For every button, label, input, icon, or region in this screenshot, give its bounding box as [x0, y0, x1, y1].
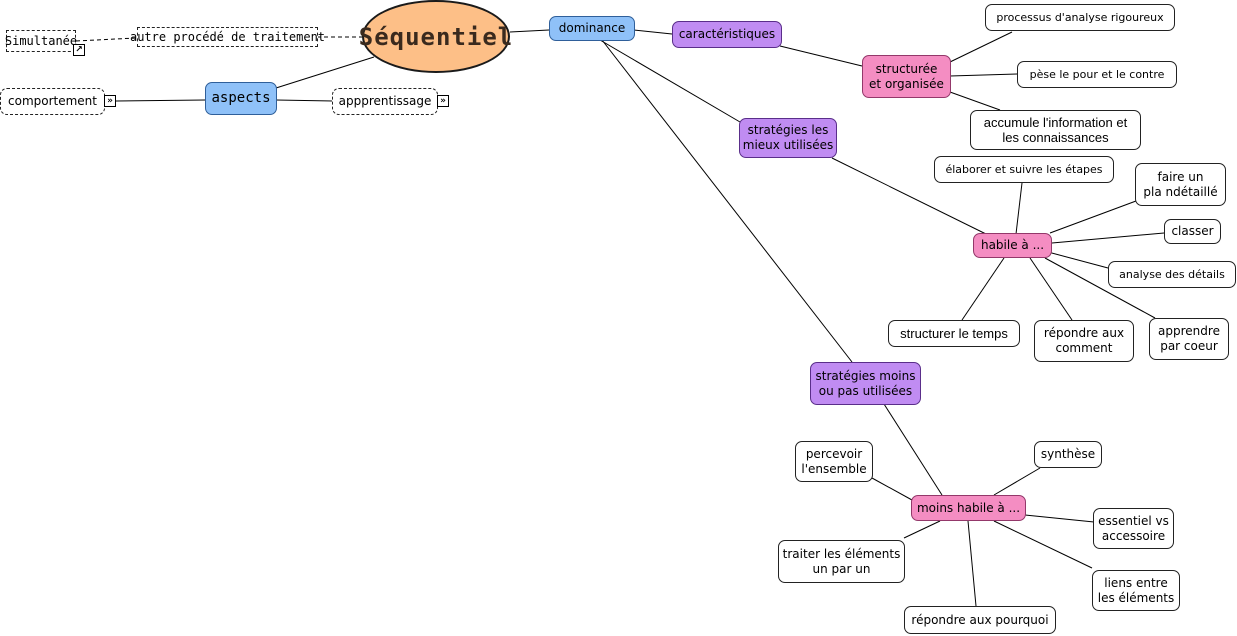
topic-dominance[interactable]: dominance [549, 16, 635, 41]
label-line-1: stratégies les [747, 123, 829, 137]
topic-faire-plan[interactable]: faire un pla ndétaillé [1135, 163, 1226, 206]
central-topic[interactable]: Séquentiel [359, 0, 512, 73]
label-line-2: ou pas utilisées [818, 383, 913, 398]
label-line-1: répondre aux [1043, 326, 1125, 340]
label-line-2: les éléments [1097, 590, 1175, 605]
relationship-label[interactable]: autre procédé de traitement [130, 27, 325, 47]
topic-repondre-comment[interactable]: répondre aux comment [1034, 320, 1134, 362]
label-line-1: apprendre [1158, 324, 1220, 338]
topic-percevoir-ensemble[interactable]: percevoir l'ensemble [795, 441, 873, 482]
label-line-2: l'ensemble [801, 461, 867, 476]
topic-accumule[interactable]: accumule l'information et les connaissan… [970, 110, 1141, 150]
topic-elaborer[interactable]: élaborer et suivre les étapes [934, 156, 1114, 183]
label-line-2: les connaissances [1002, 130, 1109, 145]
label-line-2: mieux utilisées [742, 138, 834, 152]
topic-apprentissage[interactable]: appprentissage [332, 88, 438, 115]
label-line-1: percevoir [805, 446, 863, 461]
topic-strategies-mieux[interactable]: stratégies les mieux utilisées [739, 118, 837, 158]
label-line-2: par coeur [1160, 339, 1218, 353]
topic-strategies-moins[interactable]: stratégies moins ou pas utilisées [810, 362, 921, 405]
topic-analyse-details[interactable]: analyse des détails [1108, 261, 1236, 288]
label-line-1: faire un [1157, 169, 1204, 184]
double-chevron-right-icon[interactable]: » [437, 95, 449, 107]
label-line-1: traiter les éléments [782, 546, 901, 561]
label-line-1: essentiel vs [1098, 513, 1169, 528]
label-line-1: accumule l'information et [983, 115, 1128, 130]
topic-structuree-organisee[interactable]: structurée et organisée [862, 55, 951, 98]
arrow-link-icon[interactable]: ↗ [73, 44, 85, 56]
topic-liens-elements[interactable]: liens entre les éléments [1092, 570, 1180, 611]
topic-aspects[interactable]: aspects [205, 82, 277, 115]
topic-moins-habile[interactable]: moins habile à ... [911, 495, 1026, 521]
topic-habile[interactable]: habile à ... [973, 233, 1052, 258]
label-line-2: et organisée [869, 76, 944, 91]
topic-caracteristiques[interactable]: caractéristiques [672, 21, 782, 48]
topic-traiter-elements[interactable]: traiter les éléments un par un [778, 540, 905, 583]
topic-apprendre-par-coeur[interactable]: apprendre par coeur [1149, 318, 1229, 360]
topic-structurer-temps[interactable]: structurer le temps [888, 320, 1020, 347]
topic-classer[interactable]: classer [1164, 219, 1221, 244]
topic-essentiel-accessoire[interactable]: essentiel vs accessoire [1093, 508, 1174, 549]
topic-comportement[interactable]: comportement [0, 88, 105, 115]
label-line-2: accessoire [1101, 528, 1166, 543]
topic-simultanee[interactable]: Simultanée [5, 30, 77, 52]
double-chevron-right-icon[interactable]: » [104, 95, 116, 107]
label-line-2: un par un [812, 561, 871, 576]
topic-processus[interactable]: processus d'analyse rigoureux [985, 4, 1175, 31]
label-line-2: pla ndétaillé [1143, 184, 1218, 199]
topic-synthese[interactable]: synthèse [1034, 441, 1102, 468]
label-line-1: structurée [875, 61, 938, 76]
topic-repondre-pourquoi[interactable]: répondre aux pourquoi [904, 606, 1056, 634]
label-line-2: comment [1055, 341, 1113, 355]
label-line-1: liens entre [1104, 575, 1168, 590]
label-line-1: stratégies moins [815, 368, 916, 383]
topic-pese[interactable]: pèse le pour et le contre [1017, 61, 1177, 88]
